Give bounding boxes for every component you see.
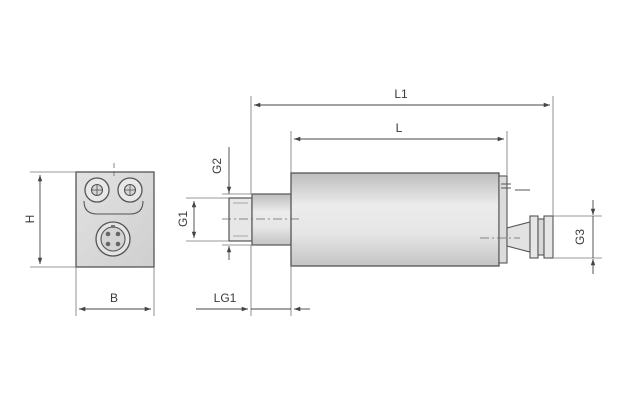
- dimension-label-g1: G1: [176, 211, 190, 227]
- dimension-l1: L1: [250, 87, 554, 216]
- dimension-g1: G1: [176, 197, 229, 242]
- rear-cap: [498, 175, 508, 264]
- dimension-label-l1: L1: [394, 87, 408, 101]
- dimension-label-h: H: [23, 215, 37, 224]
- dimension-b: B: [75, 267, 155, 316]
- dimension-g2: G2: [210, 147, 252, 260]
- front-port-bracket: [83, 200, 144, 215]
- front-connector: [95, 221, 131, 257]
- dimension-label-g2: G2: [210, 158, 224, 174]
- dimension-label-l: L: [396, 121, 403, 135]
- dimension-l: L: [290, 121, 508, 176]
- dimension-label-b: B: [110, 291, 118, 305]
- side-view: [222, 172, 554, 267]
- front-port-right: [117, 177, 143, 203]
- dimension-label-lg1: LG1: [214, 291, 237, 305]
- front-view: [75, 163, 155, 268]
- main-body: [290, 172, 500, 267]
- dimension-h: H: [23, 171, 76, 268]
- dimension-label-g3: G3: [573, 229, 587, 245]
- front-port-left: [84, 177, 110, 203]
- neck: [251, 193, 293, 246]
- spigot-g1: [228, 197, 253, 242]
- fitting-g3: [506, 221, 531, 253]
- dimension-g3: G3: [553, 200, 602, 274]
- dimension-lg1: LG1: [196, 245, 310, 316]
